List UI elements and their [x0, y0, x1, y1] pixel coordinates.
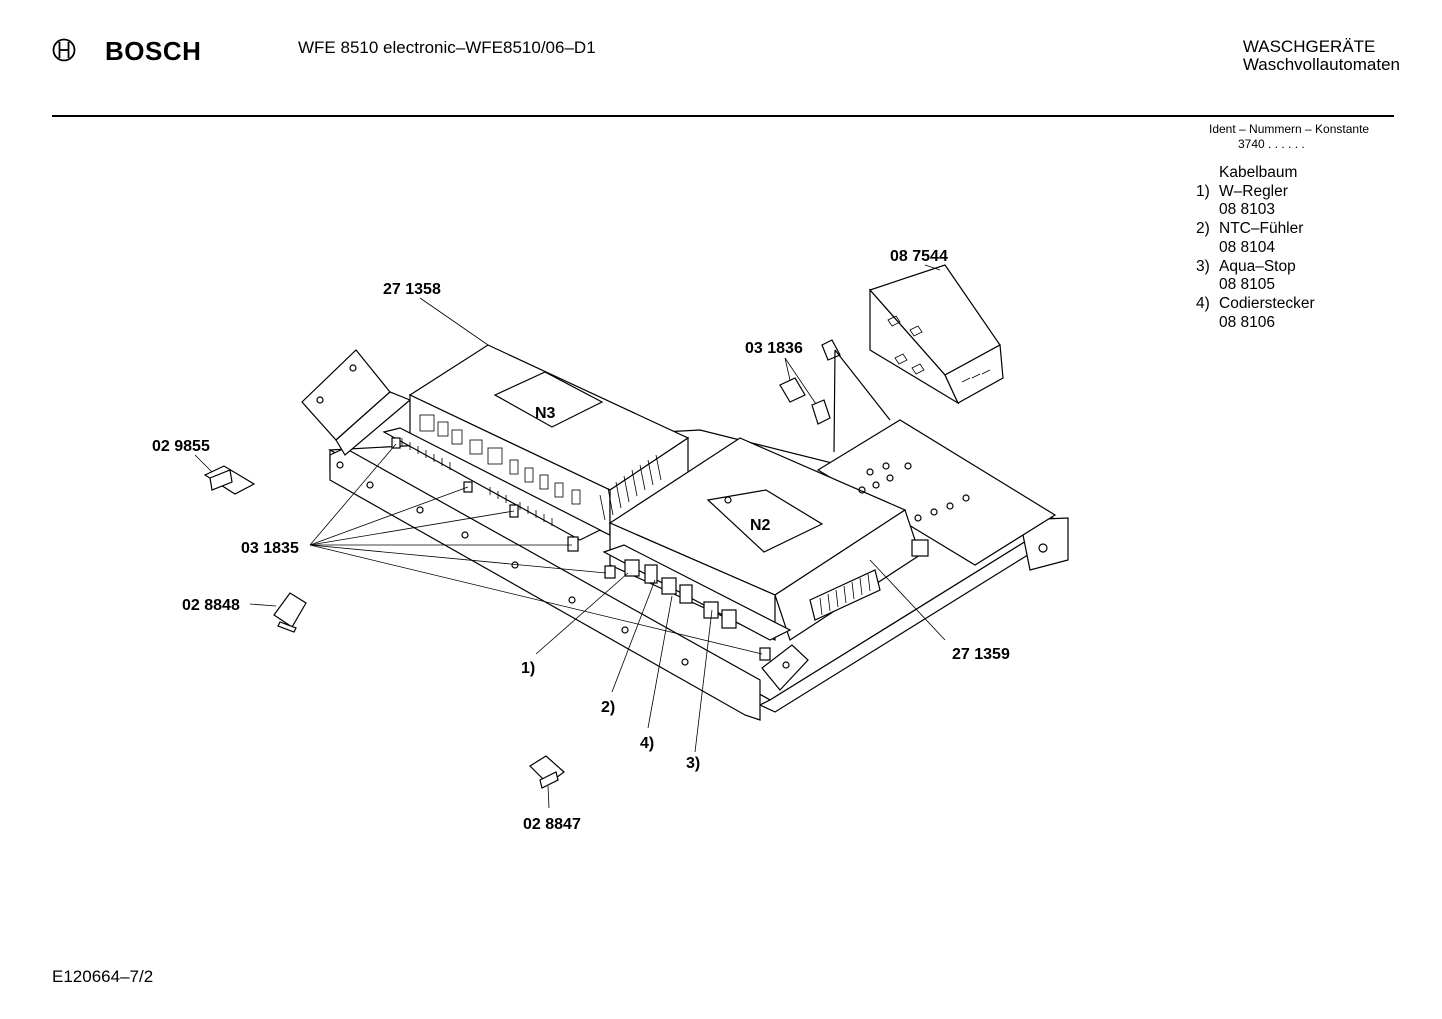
kabelbaum-legend: Kabelbaum 1) W–Regler 08 8103 2) NTC–Fühle… — [1196, 164, 1315, 332]
n3-pcb — [382, 427, 602, 552]
bosch-logo-icon — [52, 38, 76, 62]
part-029855 — [203, 465, 256, 495]
callout-1: 1) — [521, 660, 535, 677]
legend-item-name: W–Regler — [1219, 182, 1288, 200]
n3-control-module: N3 — [408, 344, 690, 537]
header-divider — [52, 115, 1394, 117]
legend-item-name: Codierstecker — [1219, 294, 1315, 312]
callout-3: 3) — [686, 755, 700, 772]
legend-item-name: Aqua–Stop — [1219, 257, 1296, 275]
document-title: WFE 8510 electronic–WFE8510/06–D1 — [298, 38, 596, 57]
label-031836: 03 1836 — [745, 340, 803, 357]
n3-box-label: N3 — [535, 405, 556, 422]
label-271359: 27 1359 — [952, 646, 1010, 663]
legend-item-num: 3) — [1196, 257, 1210, 275]
legend-item-part: 08 8106 — [1219, 313, 1276, 331]
n2-pcb-connectors — [602, 544, 792, 661]
part-028847 — [529, 755, 565, 789]
ident-block: Ident – Nummern – Konstante 3740 . . . .… — [1209, 122, 1369, 152]
label-029855: 02 9855 — [152, 438, 210, 455]
legend-item-part: 08 8104 — [1219, 238, 1276, 256]
legend-title: Kabelbaum — [1219, 164, 1298, 181]
legend-item-num: 2) — [1196, 220, 1210, 238]
label-028847: 02 8847 — [523, 816, 581, 833]
category-line-2: Waschvollautomaten — [1242, 55, 1400, 74]
relay-cover-087544 — [868, 264, 1004, 405]
legend-item: 2) NTC–Fühler — [1196, 220, 1315, 239]
category-heading: WASCHGERÄTE Waschvollautomaten — [1243, 38, 1400, 74]
ident-label: Ident – Nummern – Konstante — [1209, 122, 1370, 136]
part-028848 — [273, 592, 307, 633]
legend-item-part: 08 8105 — [1219, 276, 1276, 294]
brand-name: BOSCH — [105, 36, 202, 66]
legend-item-num: 1) — [1196, 182, 1210, 200]
label-271358: 27 1358 — [383, 281, 441, 298]
legend-item: 3) Aqua–Stop — [1196, 258, 1315, 277]
legend-item-num: 4) — [1196, 294, 1210, 312]
front-corner-clip — [761, 644, 809, 691]
callout-4: 4) — [640, 735, 654, 752]
label-031835: 03 1835 — [241, 540, 299, 557]
clip-031836 — [779, 339, 891, 453]
callout-2: 2) — [601, 699, 615, 716]
category-line-1: WASCHGERÄTE — [1242, 37, 1376, 56]
n2-box-label: N2 — [750, 517, 771, 534]
legend-item-name: NTC–Fühler — [1219, 220, 1304, 238]
legend-item: 1) W–Regler — [1196, 183, 1315, 202]
legend-item: 4) Codierstecker — [1196, 295, 1315, 314]
ident-konstante: 3740 . . . . . . — [1238, 137, 1305, 151]
label-087544: 08 7544 — [890, 248, 948, 265]
label-028848: 02 8848 — [182, 597, 240, 614]
drawing-code: E120664–7/2 — [52, 967, 154, 986]
leader-lines — [194, 264, 946, 809]
legend-item-part: 08 8103 — [1219, 201, 1276, 219]
rear-platform-holes — [858, 462, 970, 522]
